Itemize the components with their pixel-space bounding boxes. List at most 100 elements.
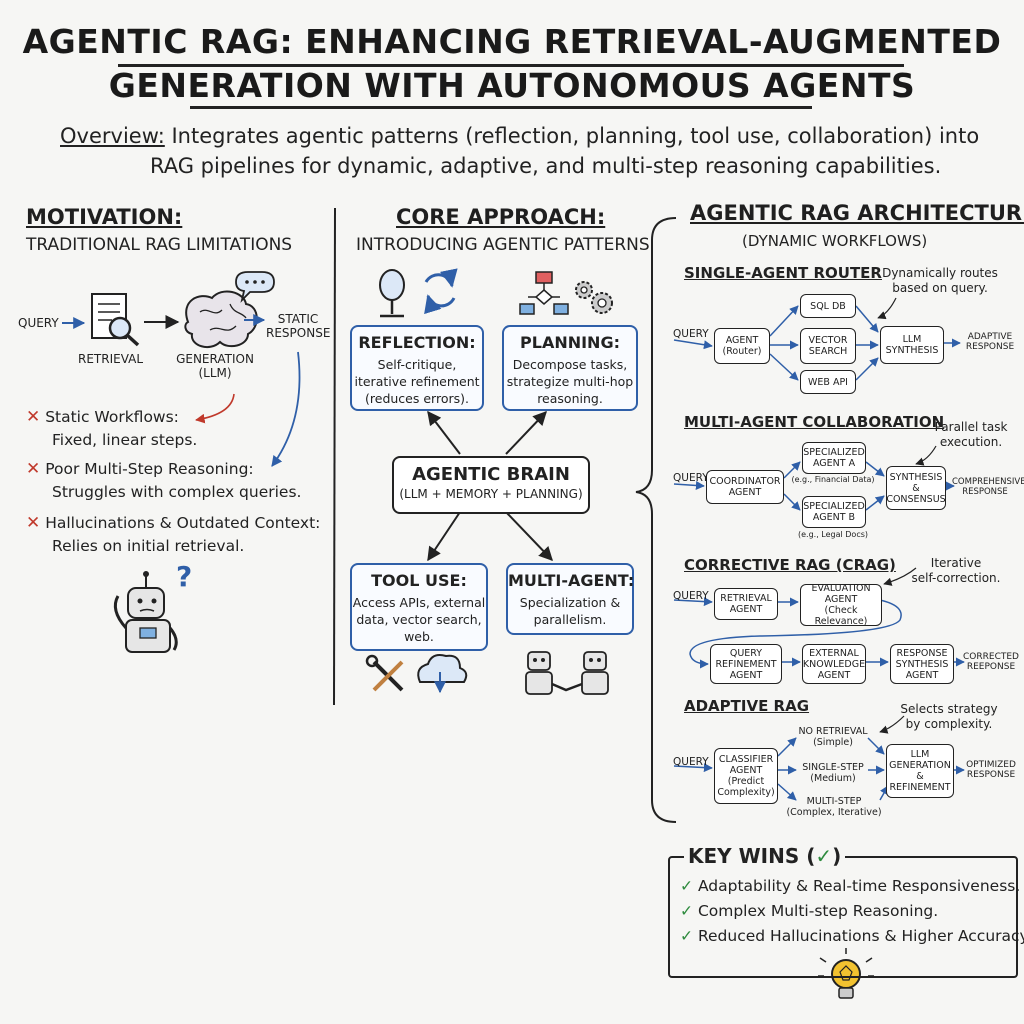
flow-static-line2: RESPONSE <box>266 326 331 340</box>
corrected-response-label: CORRECTED REEPONSE <box>963 652 1019 672</box>
flow-generation-line1: GENERATION <box>176 352 254 366</box>
cross-icon: ✕ <box>26 513 41 533</box>
multi-agent-collab-title: MULTI-AGENT COLLABORATION <box>684 413 945 431</box>
reflection-desc: Self-critique, iterative refinement (red… <box>352 356 482 407</box>
router-agent-node: AGENT (Router) <box>714 328 770 364</box>
crag-note: Iterative self-correction. <box>911 556 1001 585</box>
multi-step-sub: (Complex, Iterative) <box>786 807 882 818</box>
vector-search-node: VECTOR SEARCH <box>800 328 856 364</box>
key-win-text: Adaptability & Real-time Responsiveness. <box>697 877 1021 895</box>
robots-handshake-icon <box>525 651 609 695</box>
checkmark-icon: ✓ <box>815 844 833 868</box>
flow-generation-line2: (LLM) <box>198 366 232 380</box>
brain-subtitle: (LLM + MEMORY + PLANNING) <box>399 487 583 501</box>
query-refinement-agent-node: QUERY REFINEMENT AGENT <box>710 644 782 684</box>
multi-agent-desc: Specialization & parallelism. <box>508 594 632 628</box>
tool-use-title: TOOL USE: <box>371 571 467 590</box>
reflection-title: REFLECTION: <box>358 333 476 352</box>
key-wins-heading-text: KEY WINS ( <box>688 844 816 868</box>
checkmark-icon: ✓ <box>680 877 693 895</box>
limitation-title: Hallucinations & Outdated Context: <box>45 514 321 532</box>
tool-use-line: web. <box>404 629 434 644</box>
adaptive-response-label: ADAPTIVE RESPONSE <box>965 332 1015 352</box>
coordinator-agent-node: COORDINATOR AGENT <box>706 470 784 504</box>
question-mark-icon: ? <box>176 560 193 593</box>
agent-a-note: (e.g., Financial Data) <box>791 475 875 484</box>
comprehensive-response-label: COMPREHENSIVE RESPONSE <box>952 477 1024 497</box>
title-line-2: GENERATION WITH AUTONOMOUS AGENTS <box>108 66 916 105</box>
overview-label: Overview: <box>60 124 165 148</box>
classifier-agent-node: CLASSIFIER AGENT (Predict Complexity) <box>714 748 778 804</box>
core-heading: CORE APPROACH: <box>396 205 606 229</box>
router-title: SINGLE-AGENT ROUTER <box>684 264 882 282</box>
reflection-line: iterative refinement <box>354 374 480 389</box>
evaluation-agent-node: EVALUATION AGENT (Check Relevance) <box>800 583 882 627</box>
multi-agent-box: MULTI-AGENT: Specialization & parallelis… <box>506 563 634 635</box>
multi-query: QUERY <box>673 472 709 484</box>
planning-line: Decompose tasks, <box>512 357 628 372</box>
reflection-line: (reduces errors). <box>365 391 469 406</box>
tool-use-line: Access APIs, external <box>352 595 486 610</box>
chat-bubble-icon <box>235 271 275 303</box>
limitation-title: Static Workflows: <box>45 408 179 426</box>
confused-robot-icon <box>113 571 178 653</box>
overview-line-1: Overview: Integrates agentic patterns (r… <box>60 121 979 151</box>
no-retrieval-sub: (Simple) <box>813 737 853 748</box>
planning-desc: Decompose tasks, strategize multi-hop re… <box>504 356 636 407</box>
key-win-text: Reduced Hallucinations & Higher Accuracy… <box>697 927 1024 945</box>
motivation-subheading: TRADITIONAL RAG LIMITATIONS <box>26 235 293 255</box>
arch-heading: AGENTIC RAG ARCHITECTURES <box>690 201 1024 225</box>
multi-agent-line: parallelism. <box>533 612 607 627</box>
planning-box: PLANNING: Decompose tasks, strategize mu… <box>502 325 638 411</box>
synthesis-consensus-node: SYNTHESIS & CONSENSUS <box>886 466 946 510</box>
flow-generation: GENERATION (LLM) <box>174 352 256 380</box>
refresh-icon <box>424 268 458 315</box>
arch-subheading: (DYNAMIC WORKFLOWS) <box>742 232 928 250</box>
no-retrieval-option: NO RETRIEVAL (Simple) <box>790 726 876 748</box>
overview-text-2: RAG pipelines for dynamic, adaptive, and… <box>150 154 942 178</box>
limitation-title: Poor Multi-Step Reasoning: <box>45 460 254 478</box>
external-knowledge-agent-node: EXTERNAL KNOWLEDGE AGENT <box>802 644 866 684</box>
flow-query: QUERY <box>18 316 59 330</box>
router-query: QUERY <box>673 328 709 340</box>
crag-title: CORRECTIVE RAG (CRAG) <box>684 556 896 574</box>
flowchart-icon <box>519 271 569 315</box>
title-underline-1 <box>118 64 904 67</box>
motivation-heading: MOTIVATION: <box>26 205 183 229</box>
key-wins-heading: KEY WINS (✓) <box>684 844 846 868</box>
tool-use-box: TOOL USE: Access APIs, external data, ve… <box>350 563 488 651</box>
limitation-item: ✕ Hallucinations & Outdated Context: Rel… <box>26 512 320 558</box>
flow-static-line1: STATIC <box>277 312 319 326</box>
optimized-response-label: OPTIMIZED RESPONSE <box>966 760 1016 780</box>
document-search-icon <box>91 293 140 347</box>
cross-icon: ✕ <box>26 407 41 427</box>
crag-query: QUERY <box>673 590 709 602</box>
adaptive-note: Selects strategy by complexity. <box>900 702 998 731</box>
key-wins-heading-end: ) <box>832 844 842 868</box>
sql-db-node: SQL DB <box>800 294 856 318</box>
core-subheading: INTRODUCING AGENTIC PATTERNS <box>356 235 650 255</box>
gears-icon <box>575 281 613 314</box>
planning-title: PLANNING: <box>520 333 620 352</box>
flow-retrieval: RETRIEVAL <box>78 352 144 366</box>
agentic-brain-box: AGENTIC BRAIN (LLM + MEMORY + PLANNING) <box>392 456 590 514</box>
tool-use-line: data, vector search, <box>356 612 482 627</box>
overview-text-1: Integrates agentic patterns (reflection,… <box>171 124 980 148</box>
brain-icon <box>184 290 258 349</box>
limitation-desc: Fixed, linear steps. <box>52 431 198 449</box>
brain-title: AGENTIC BRAIN <box>412 464 570 485</box>
agent-b-note: (e.g., Legal Docs) <box>797 530 869 539</box>
single-step-option: SINGLE-STEP (Medium) <box>790 762 876 784</box>
title-line-1: AGENTIC RAG: ENHANCING RETRIEVAL-AUGMENT… <box>22 22 1002 61</box>
tools-icon <box>365 654 404 692</box>
multi-step-option: MULTI-STEP (Complex, Iterative) <box>784 796 884 818</box>
mirror-icon <box>379 269 405 318</box>
tool-use-desc: Access APIs, external data, vector searc… <box>352 594 486 645</box>
reflection-box: REFLECTION: Self-critique, iterative ref… <box>350 325 484 411</box>
checkmark-icon: ✓ <box>680 902 693 920</box>
key-win-item: ✓ Reduced Hallucinations & Higher Accura… <box>680 924 1024 949</box>
retrieval-agent-node: RETRIEVAL AGENT <box>714 588 778 620</box>
router-note: Dynamically routes based on query. <box>882 266 998 295</box>
cross-icon: ✕ <box>26 459 41 479</box>
single-step-sub: (Medium) <box>810 773 856 784</box>
